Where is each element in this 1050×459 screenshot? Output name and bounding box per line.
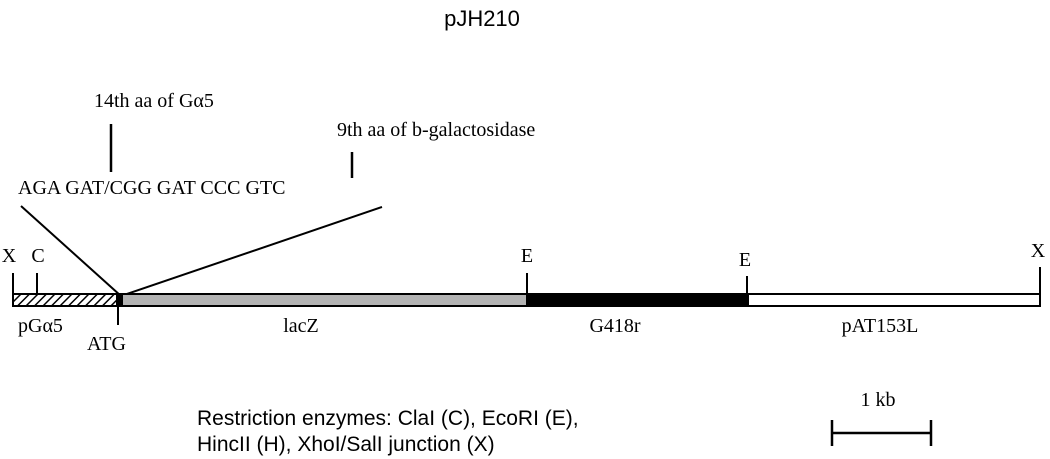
scale-label: 1 kb	[861, 389, 896, 411]
segment-lacz	[121, 293, 528, 307]
site-label-e1: E	[521, 245, 533, 267]
aa9-label: 9th aa of b-galactosidase	[337, 119, 535, 141]
segment-g418r	[526, 293, 749, 307]
segment-label-pga5: pGα5	[18, 315, 63, 337]
segment-pga5	[12, 293, 120, 307]
aa14-label: 14th aa of Gα5	[94, 90, 214, 112]
segment-atg-block	[116, 293, 123, 307]
atg-label: ATG	[87, 333, 126, 355]
site-label-c: C	[31, 245, 44, 267]
zoom-line-right	[120, 206, 383, 297]
site-label-x-left: X	[2, 245, 17, 267]
diagram-title: pJH210	[444, 6, 520, 31]
site-label-x-right: X	[1031, 240, 1046, 262]
segment-label-pat153l: pAT153L	[842, 315, 919, 337]
junction-sequence: AGA GAT/CGG GAT CCC GTC	[18, 177, 285, 199]
segment-label-lacz: lacZ	[283, 315, 319, 337]
segment-label-g418r: G418r	[589, 315, 640, 337]
zoom-line-left	[20, 205, 122, 297]
legend-line-1: Restriction enzymes: ClaI (C), EcoRI (E)…	[197, 407, 579, 430]
site-label-e2: E	[739, 249, 751, 271]
segment-pat153l	[747, 293, 1041, 307]
legend-line-2: HincII (H), XhoI/SalI junction (X)	[197, 433, 495, 456]
